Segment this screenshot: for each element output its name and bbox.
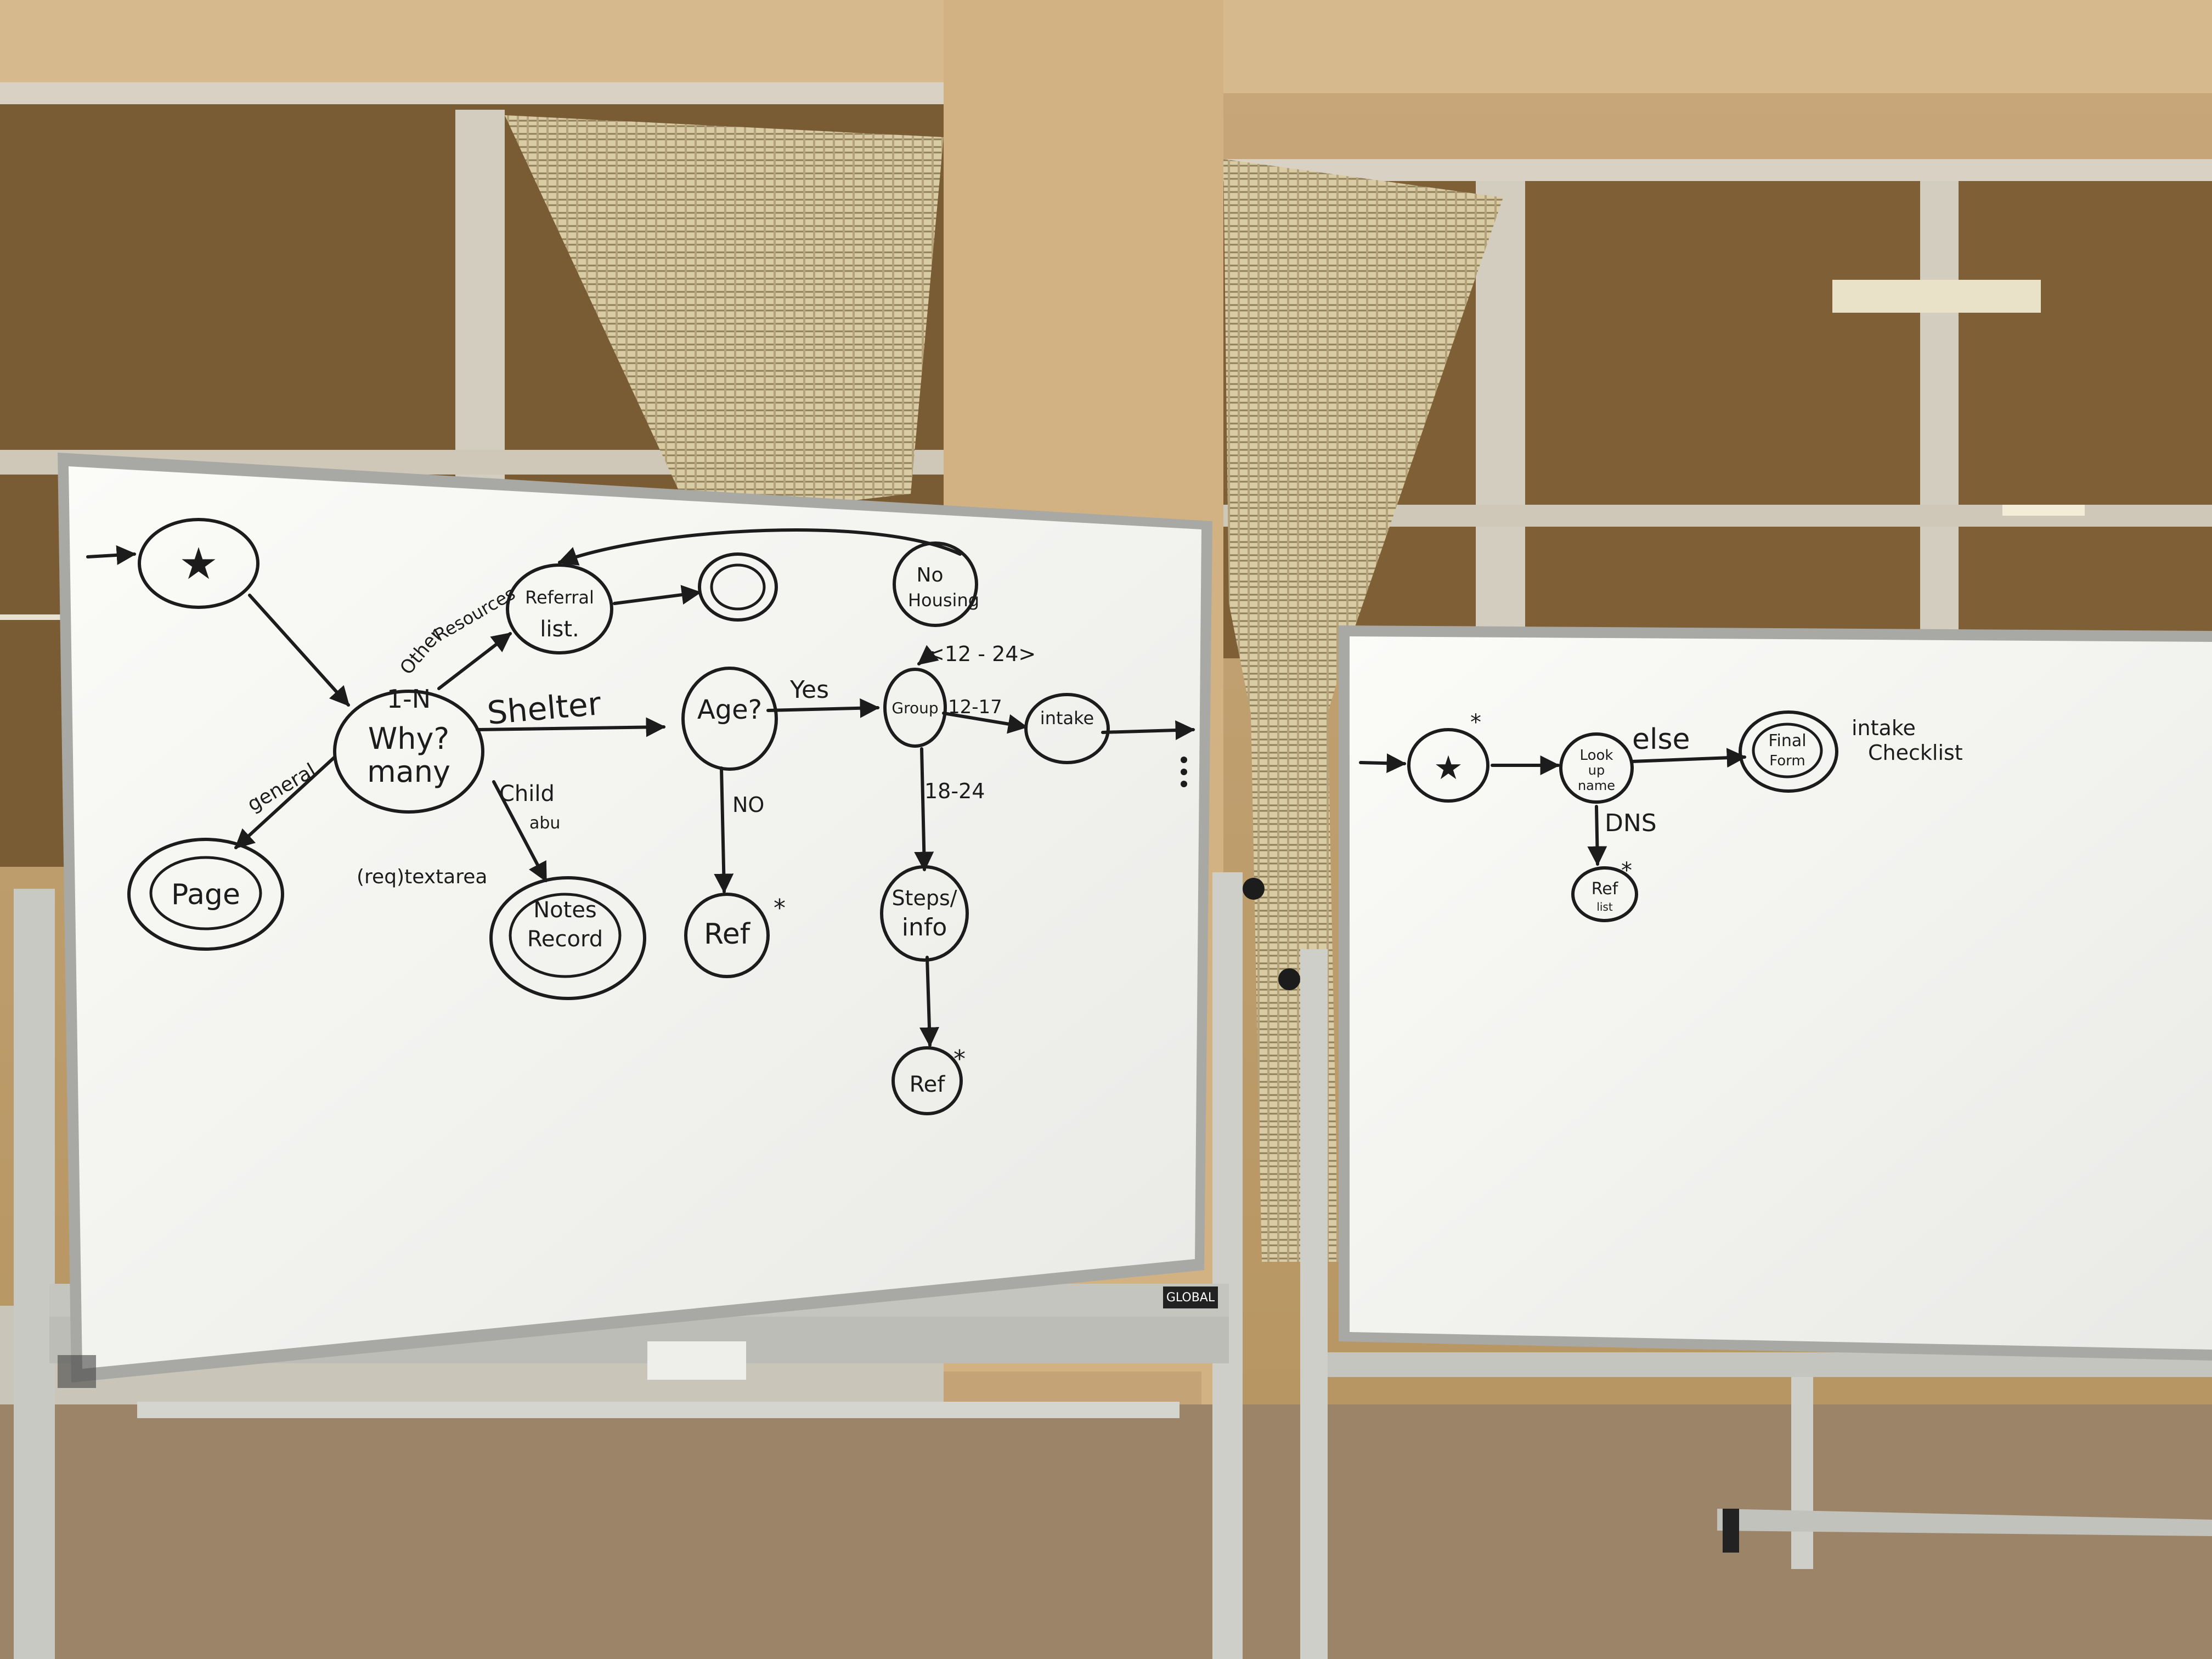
right-ref-list-node <box>1571 866 1638 922</box>
lookup-label-1: Look <box>1580 747 1613 764</box>
page-node <box>127 838 284 951</box>
group-label: Group <box>891 699 938 717</box>
ref-node-steps <box>891 1046 963 1115</box>
no-housing-label-2: Housing <box>908 590 979 611</box>
why-node-label-2: Why? <box>368 721 449 756</box>
lookup-label-2: up <box>1588 763 1605 778</box>
asterisk-2: * <box>953 1045 966 1073</box>
right-asterisk-2: * <box>1621 858 1632 883</box>
intake-node <box>1024 693 1110 764</box>
page-label: Page <box>171 878 240 911</box>
right-ref-label-2: list <box>1596 900 1613 913</box>
steps-info-node <box>880 865 969 962</box>
why-node-label-3: many <box>367 754 450 789</box>
right-start-star-icon: ★ <box>1434 749 1463 787</box>
edge-label-else: else <box>1632 723 1690 756</box>
start-star-icon: ★ <box>179 538 218 589</box>
referral-label-2: list. <box>540 617 579 642</box>
referral-label-1: Referral <box>525 587 594 608</box>
edge-label-req-textarea: (req)textarea <box>357 866 487 888</box>
age-label: Age? <box>697 695 762 725</box>
left-whiteboard: ★ 1-N Why? many Referral list. No Housin… <box>58 453 1212 1388</box>
referral-list-node <box>506 563 613 654</box>
brand-label: GLOBAL <box>1166 1291 1215 1305</box>
lookup-label-3: name <box>1578 778 1615 793</box>
edge-label-child: Child <box>499 781 555 806</box>
right-board-edges <box>1359 748 1747 866</box>
steps-label-1: Steps/ <box>891 886 957 910</box>
steps-label-2: info <box>902 913 947 941</box>
right-ref-label-1: Ref <box>1592 879 1619 899</box>
no-housing-label-1: No <box>917 564 944 586</box>
why-node-label-1: 1-N <box>387 684 431 714</box>
final-form-node <box>1739 710 1838 793</box>
continuation-dots <box>1181 757 1187 787</box>
right-start-node <box>1407 728 1489 803</box>
final-label-2: Form <box>1769 753 1805 769</box>
ref-steps-label: Ref <box>910 1072 946 1097</box>
no-housing-node <box>893 541 978 627</box>
end-node <box>698 552 778 622</box>
asterisk-1: * <box>774 894 786 922</box>
edge-label-18-24: 18-24 <box>924 779 985 803</box>
annotation-intake: intake <box>1852 716 1916 740</box>
edge-label-dns: DNS <box>1605 809 1657 837</box>
curtain-left <box>505 115 944 510</box>
edge-label-abuse: abu <box>529 814 560 833</box>
ref-age-label: Ref <box>704 918 751 951</box>
edge-label-12-17: 12-17 <box>948 696 1002 718</box>
edge-label-no: NO <box>732 793 764 817</box>
edge-label-12-24: <12 - 24> <box>927 642 1036 666</box>
left-board-edges <box>86 528 1195 1047</box>
notes-record-node <box>489 876 646 1000</box>
start-node <box>138 518 259 609</box>
edge-label-yes: Yes <box>789 676 829 704</box>
lookup-name-node <box>1559 732 1634 804</box>
ref-node-age <box>684 893 770 978</box>
intake-label: intake <box>1040 708 1094 729</box>
group-node <box>883 668 947 748</box>
annotation-checklist: Checklist <box>1868 741 1963 765</box>
age-node <box>681 667 778 771</box>
why-node <box>333 690 484 814</box>
final-label-1: Final <box>1768 731 1806 751</box>
notes-label-2: Record <box>527 927 603 952</box>
right-asterisk-1: * <box>1470 710 1481 735</box>
notes-label-1: Notes <box>533 898 597 923</box>
right-whiteboard: ★ * Look up name Final Form Ref list * e… <box>1339 625 2212 1361</box>
